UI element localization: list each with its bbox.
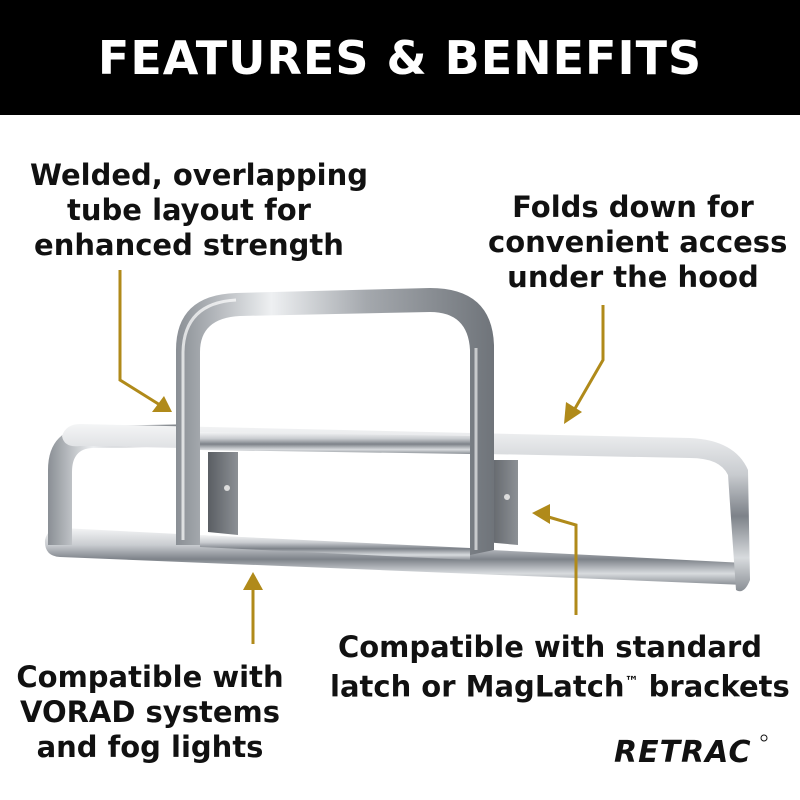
callout-folds-down: Folds down for convenient access under t… [488, 190, 788, 295]
callout-line: under the hood [507, 260, 759, 294]
callout-line: VORAD systems [20, 695, 280, 729]
inner-cross-tube [200, 432, 470, 454]
callout-line: Folds down for [512, 190, 754, 224]
retrac-logo: RETRAC [614, 734, 768, 770]
callout-line: and fog lights [36, 730, 264, 764]
callout-line: enhanced strength [34, 228, 344, 262]
callout-line: latch or MagLatch™ brackets [330, 665, 790, 705]
upper-tube [62, 424, 750, 592]
callout-vorad: Compatible with VORAD systems and fog li… [10, 660, 290, 765]
logo-text: RETRAC [614, 735, 751, 770]
center-hoop [176, 288, 494, 555]
callout-arrows [118, 270, 605, 644]
left-bracket [208, 452, 238, 535]
callout-text: latch or MagLatch [330, 669, 625, 704]
callout-line: Compatible with standard [337, 630, 763, 664]
callout-line: Welded, overlapping [30, 158, 369, 192]
lower-tube [44, 527, 746, 585]
callout-welded-tubes: Welded, overlapping tube layout for enha… [30, 158, 369, 263]
callout-text: brackets [648, 669, 790, 704]
callout-latch-brackets: Compatible with standard latch or MagLat… [330, 630, 790, 705]
inner-lower-tube [200, 535, 470, 560]
callout-line: tube layout for [67, 193, 311, 227]
trademark-symbol: ™ [624, 674, 639, 690]
callout-line: convenient access [488, 225, 788, 259]
page-title: FEATURES & BENEFITS [97, 30, 703, 85]
callout-line: Compatible with [16, 660, 284, 694]
header-banner: FEATURES & BENEFITS [0, 0, 800, 115]
